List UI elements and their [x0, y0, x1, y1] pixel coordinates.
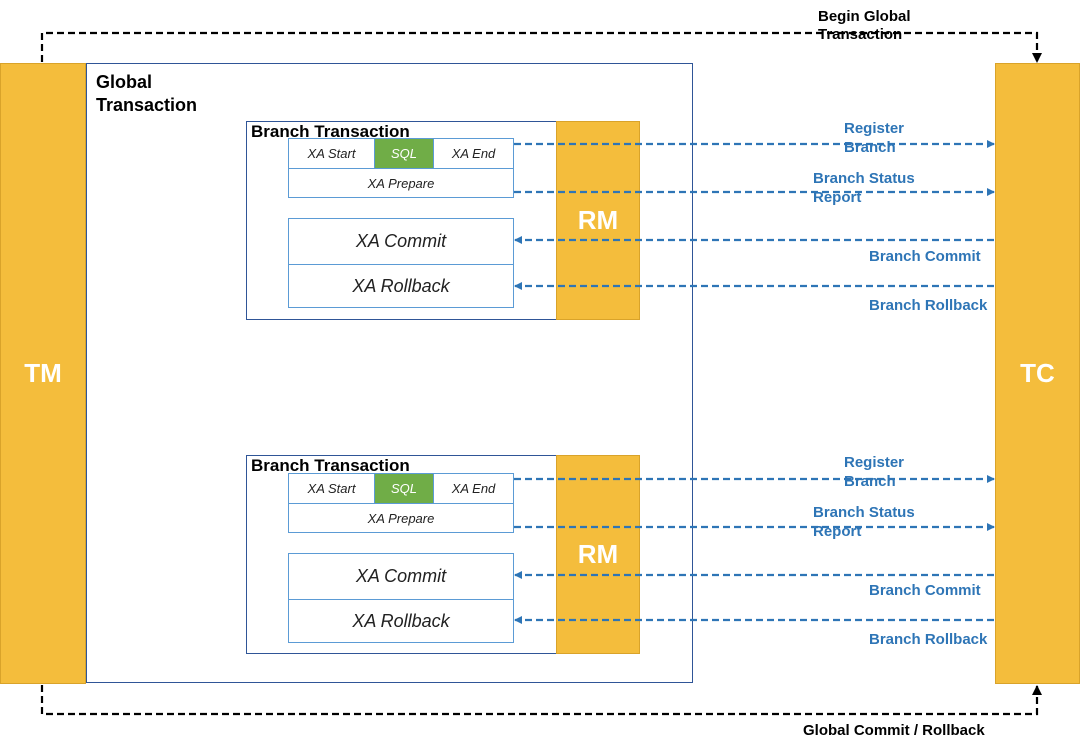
branch-status-report-label: Branch Status Report — [813, 504, 915, 540]
global-commit-rollback-arrow — [40, 685, 1042, 716]
branch-commit-label: Branch Commit — [869, 582, 981, 599]
branch-transaction-label: Branch Transaction — [251, 456, 410, 475]
register-branch-label: Register Branch — [844, 454, 905, 490]
sql-step: SQL — [374, 138, 434, 169]
xa-start-step: XA Start — [288, 473, 375, 504]
global-commit-rollback-label: Global Commit / Rollback — [803, 722, 985, 739]
branch-rollback-label: Branch Rollback — [869, 297, 988, 314]
branch-transaction-label: Branch Transaction — [251, 122, 410, 141]
rm-label: RM — [577, 539, 619, 569]
begin-global-label: Begin Global Transaction — [818, 8, 911, 43]
xa-rollback-step: XA Rollback — [288, 264, 514, 308]
branch-commit-label: Branch Commit — [869, 248, 981, 265]
branch-status-report-label: Branch Status Report — [813, 170, 915, 206]
rm-label: RM — [577, 205, 619, 235]
global-transaction-label: Global Transaction — [96, 72, 198, 115]
global-transaction-box — [86, 63, 693, 683]
xa-commit-step: XA Commit — [288, 553, 514, 600]
xa-prepare-step: XA Prepare — [288, 168, 514, 198]
tm-block: TM — [0, 63, 86, 684]
register-branch-label: Register Branch — [844, 120, 905, 156]
xa-rollback-step: XA Rollback — [288, 599, 514, 643]
tm-label: TM — [24, 358, 62, 388]
tc-label: TC — [1020, 358, 1055, 388]
branch-rollback-label: Branch Rollback — [869, 631, 988, 648]
tc-block: TC — [995, 63, 1080, 684]
begin-global-arrow — [40, 31, 1042, 63]
xa-commit-step: XA Commit — [288, 218, 514, 265]
xa-prepare-step: XA Prepare — [288, 503, 514, 533]
